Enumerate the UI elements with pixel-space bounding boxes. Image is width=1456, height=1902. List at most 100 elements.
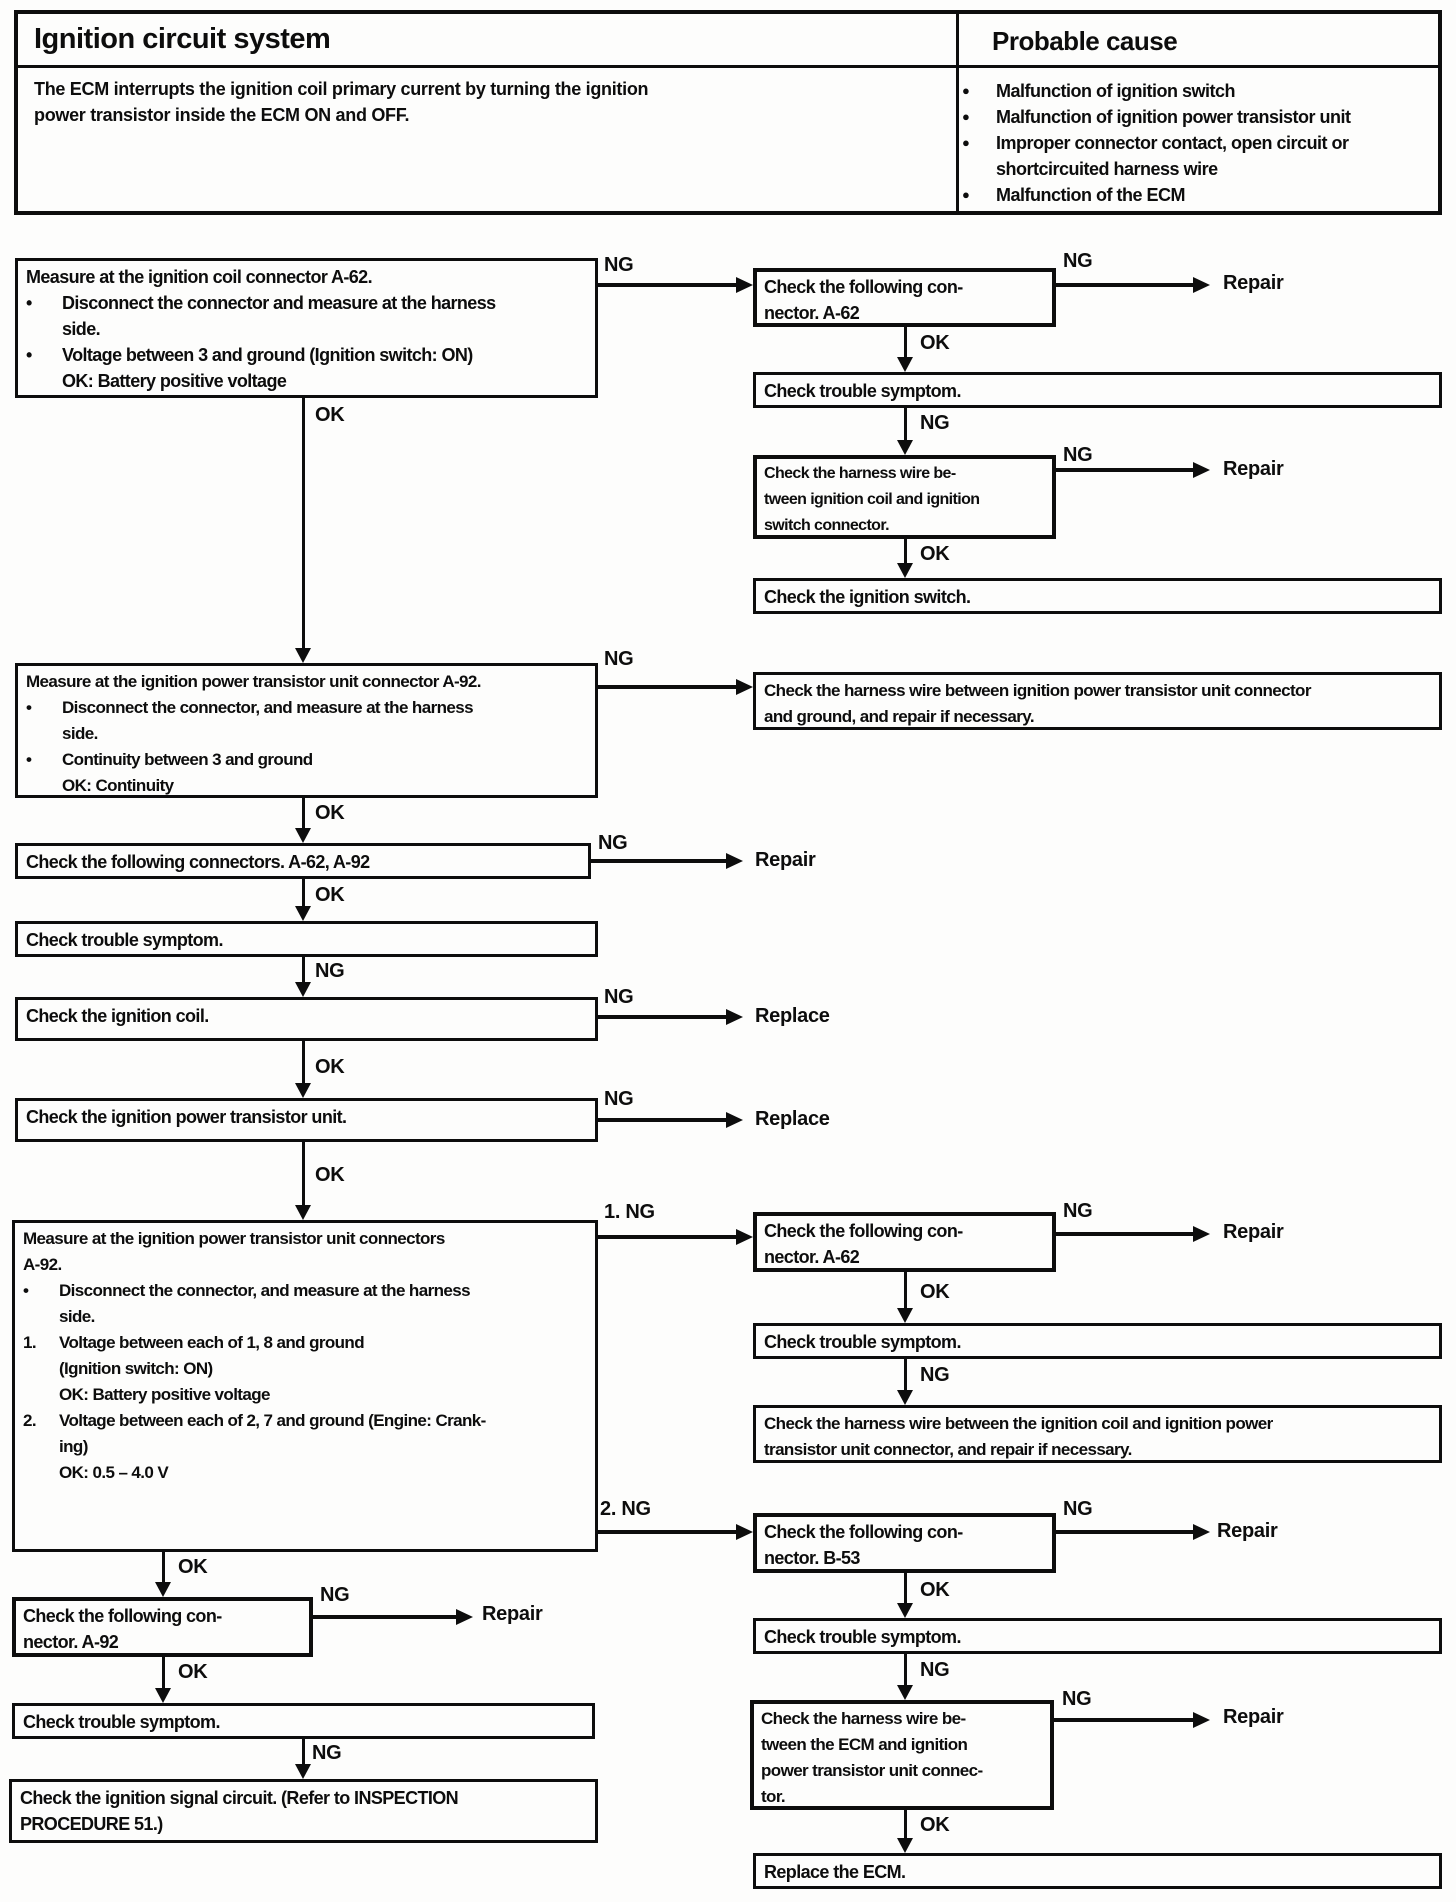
flow-box-text-line: Check the harness wire be- xyxy=(764,465,956,482)
arrowhead-down-icon xyxy=(897,357,913,372)
edge-label-ng: 1. NG xyxy=(604,1201,655,1223)
edge-label-ng: NG xyxy=(312,1742,342,1764)
edge-label-ok: OK xyxy=(315,404,345,426)
connector-line xyxy=(591,859,729,863)
check-harness-coil-transistor-box: Check the harness wire between the ignit… xyxy=(753,1405,1442,1463)
list-marker: • xyxy=(23,1281,29,1300)
flow-box-text-line: Check the following connectors. A-62, A-… xyxy=(26,852,370,872)
flow-box-text: Voltage between each of 2, 7 and ground … xyxy=(59,1411,486,1430)
arrowhead-right-icon xyxy=(726,1009,743,1025)
flow-box-text-line: power transistor unit connec- xyxy=(761,1761,983,1780)
page-title: Ignition circuit system xyxy=(34,23,331,55)
arrowhead-down-icon xyxy=(897,440,913,455)
check-connector-a62-box-2: Check the following con-nector. A-62 xyxy=(753,1212,1056,1272)
edge-label-ng: NG xyxy=(604,1088,634,1110)
flow-box-text-line: • Disconnect the connector, and measure a… xyxy=(23,1278,587,1304)
edge-label-ng: NG xyxy=(920,412,950,434)
check-ignition-signal-circuit-box: Check the ignition signal circuit. (Refe… xyxy=(9,1779,598,1843)
flow-box-text-line: ing) xyxy=(59,1437,88,1456)
connector-line xyxy=(598,1235,739,1239)
flow-box-text-line: nector. A-62 xyxy=(764,303,860,323)
list-marker: • xyxy=(26,345,32,365)
connector-line xyxy=(1056,468,1196,472)
check-connector-b53-box: Check the following con-nector. B-53 xyxy=(753,1513,1056,1573)
arrowhead-down-icon xyxy=(295,648,311,663)
flow-box-text-line: Check the ignition power transistor unit… xyxy=(26,1107,347,1127)
edge-label-ok: OK xyxy=(178,1661,208,1683)
arrowhead-right-icon xyxy=(736,277,753,293)
connector-line xyxy=(301,1142,305,1208)
arrowhead-down-icon xyxy=(897,1603,913,1618)
flow-box-text: Disconnect the connector and measure at … xyxy=(62,293,496,313)
flow-box-text-line: A-92. xyxy=(23,1255,62,1274)
connector-line xyxy=(301,1041,305,1086)
edge-label-ok: OK xyxy=(920,332,950,354)
arrowhead-right-icon xyxy=(736,679,753,695)
connector-line xyxy=(903,1654,907,1688)
edge-label-ng: NG xyxy=(598,832,628,854)
flow-box-text-line: Check trouble symptom. xyxy=(764,1627,961,1647)
flow-box-text-line: Replace the ECM. xyxy=(764,1862,906,1882)
connector-line xyxy=(903,327,907,360)
arrowhead-right-icon xyxy=(726,853,743,869)
result-repair: Repair xyxy=(482,1603,543,1625)
header-row-divider xyxy=(18,65,1438,68)
flow-box-text-line: Check the ignition switch. xyxy=(764,587,971,607)
bullet-icon: ● xyxy=(962,187,970,202)
flow-box-text-line: side. xyxy=(59,1307,95,1326)
edge-label-ng: NG xyxy=(1063,444,1093,466)
measure-power-transistor-connectors-box: Measure at the ignition power transistor… xyxy=(12,1220,598,1552)
connector-line xyxy=(161,1657,165,1691)
connector-line xyxy=(598,685,739,689)
check-harness-transistor-ground-box: Check the harness wire between ignition … xyxy=(753,672,1442,730)
probable-cause-item: ● Malfunction of the ECM xyxy=(962,182,1432,208)
flow-box-text-line: OK: 0.5 – 4.0 V xyxy=(59,1463,169,1482)
list-marker: • xyxy=(26,293,32,313)
flow-box-text-line: switch connector. xyxy=(764,517,890,534)
check-trouble-symptom-box-3: Check trouble symptom. xyxy=(753,1323,1442,1359)
connector-line xyxy=(598,1118,729,1122)
bullet-icon: ● xyxy=(962,83,970,98)
arrowhead-down-icon xyxy=(295,982,311,997)
arrowhead-right-icon xyxy=(1193,1712,1210,1728)
edge-label-ng: NG xyxy=(604,986,634,1008)
flow-box-text-line: side. xyxy=(62,724,98,743)
check-ignition-switch-box: Check the ignition switch. xyxy=(753,578,1442,614)
flow-box-text: Continuity between 3 and ground xyxy=(62,750,313,769)
arrowhead-right-icon xyxy=(736,1229,753,1245)
probable-cause-text: Malfunction of the ECM xyxy=(996,185,1185,205)
result-repair: Repair xyxy=(1223,458,1284,480)
edge-label-ok: OK xyxy=(920,1281,950,1303)
arrowhead-right-icon xyxy=(736,1524,753,1540)
flow-box-text: Disconnect the connector, and measure at… xyxy=(59,1281,471,1300)
connector-line xyxy=(301,879,305,909)
edge-label-ng: NG xyxy=(1063,1498,1093,1520)
probable-cause-item: ●Improper connector contact, open circui… xyxy=(962,130,1432,156)
flow-box-text: Disconnect the connector, and measure at… xyxy=(62,698,474,717)
list-marker: • xyxy=(26,698,32,717)
connector-line xyxy=(903,408,907,443)
check-power-transistor-unit-box: Check the ignition power transistor unit… xyxy=(15,1098,598,1142)
flow-box-text-line: transistor unit connector, and repair if… xyxy=(764,1440,1132,1459)
connector-line xyxy=(301,957,305,985)
probable-cause-item: ●Malfunction of ignition switch xyxy=(962,78,1432,104)
edge-label-ng: NG xyxy=(604,254,634,276)
connector-line xyxy=(1056,283,1196,287)
arrowhead-down-icon xyxy=(897,1685,913,1700)
connector-line xyxy=(161,1552,165,1585)
arrowhead-right-icon xyxy=(1193,1524,1210,1540)
edge-label-ng: NG xyxy=(920,1364,950,1386)
flow-box-text-line: nector. A-92 xyxy=(23,1632,119,1652)
probable-cause-text: Improper connector contact, open circuit… xyxy=(996,133,1349,153)
flow-box-text-line: (Ignition switch: ON) xyxy=(59,1359,213,1378)
connector-line xyxy=(903,1810,907,1841)
edge-label-ok: OK xyxy=(315,1056,345,1078)
result-repair: Repair xyxy=(1217,1520,1278,1542)
edge-label-ok: OK xyxy=(178,1556,208,1578)
flow-box-text-line: Measure at the ignition power transistor… xyxy=(26,672,481,691)
connector-line xyxy=(1054,1718,1196,1722)
flow-box-text-line: side. xyxy=(62,319,101,339)
connector-line xyxy=(598,283,739,287)
connector-line xyxy=(903,539,907,566)
flow-box-text-line: • Disconnect the connector, and measure a… xyxy=(26,695,587,721)
